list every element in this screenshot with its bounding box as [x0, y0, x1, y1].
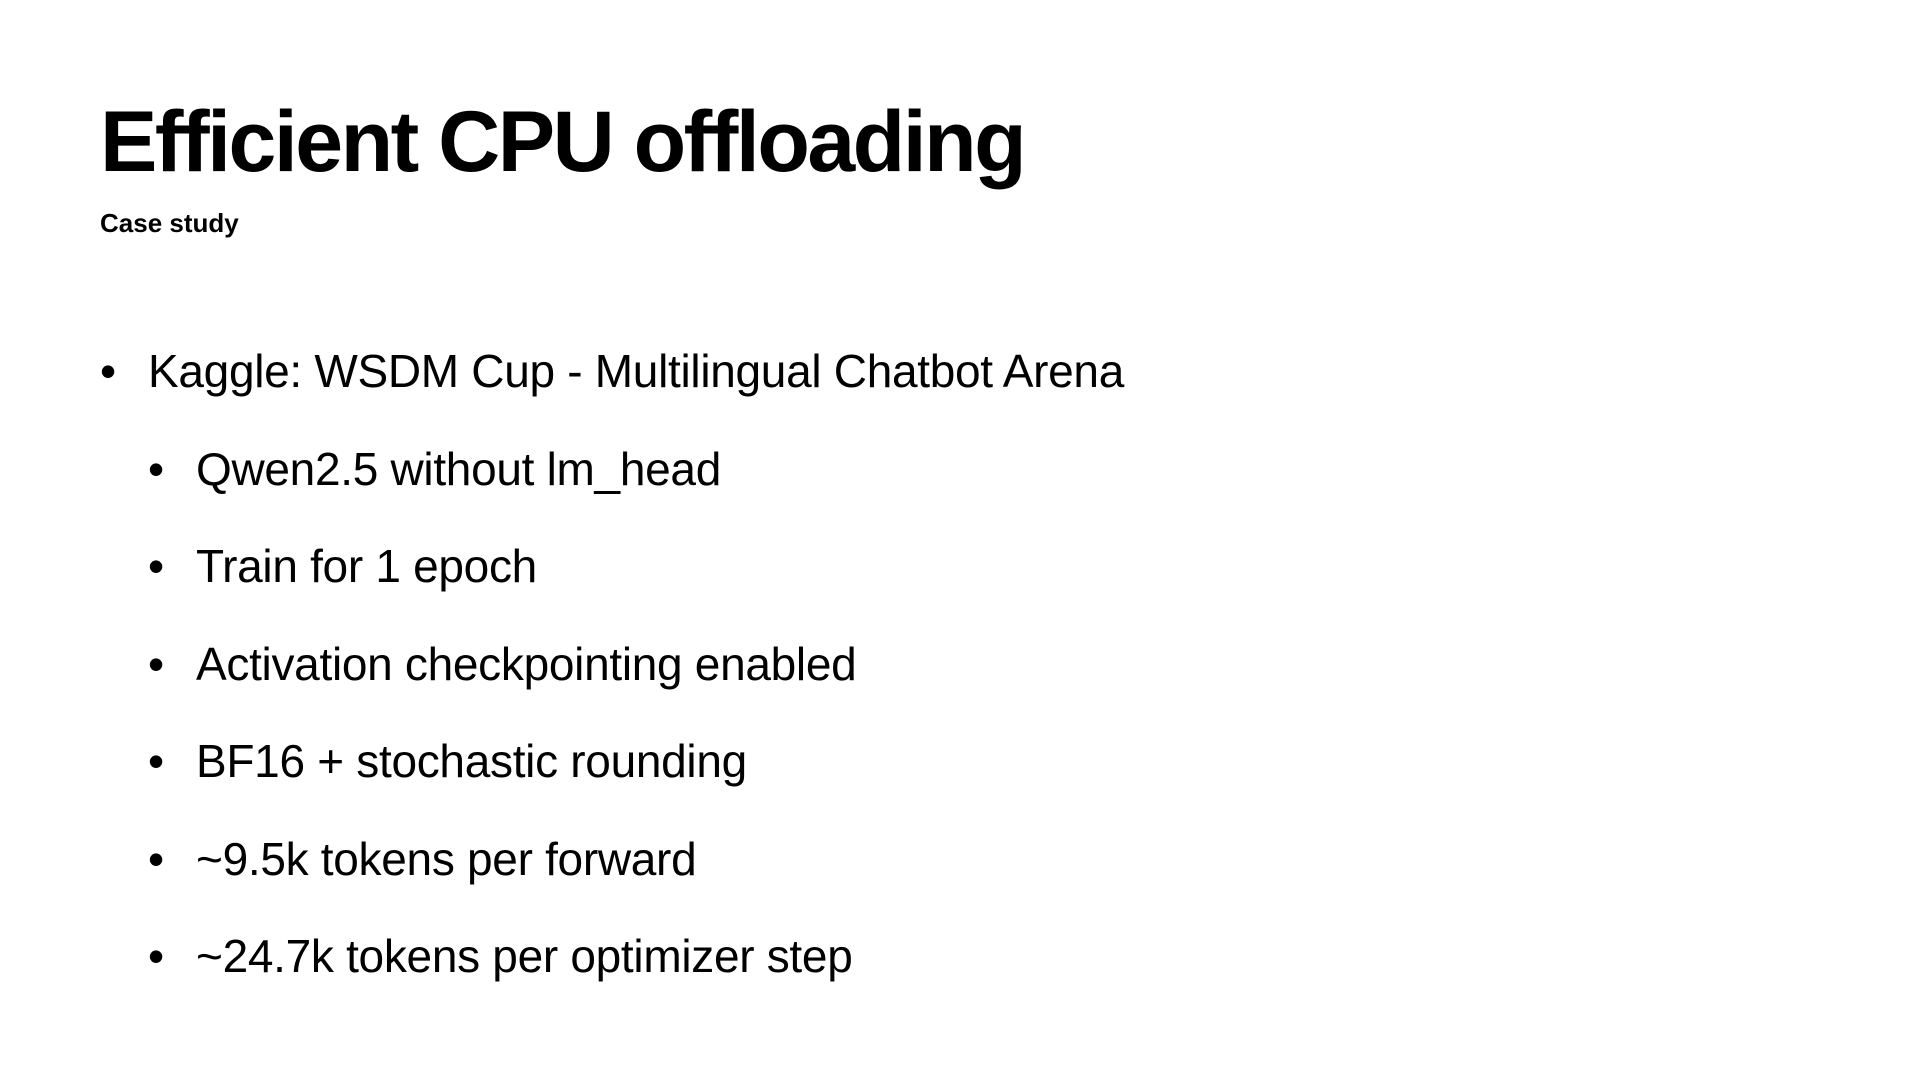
slide-subtitle: Case study [100, 208, 239, 238]
bullet-dot-icon: • [148, 637, 165, 690]
bullet-dot-icon: • [148, 735, 165, 787]
bullet-text: ~9.5k tokens per forward [196, 832, 697, 885]
bullet-text: Qwen2.5 without lm_head [196, 442, 721, 495]
bullet-text: ~24.7k tokens per optimizer step [196, 930, 853, 982]
bullet-dot-icon: • [148, 832, 165, 885]
bullet-dot-icon: • [148, 442, 165, 495]
bullet-dot-icon: • [148, 540, 165, 592]
bullet-list: • Kaggle: WSDM Cup - Multilingual Chatbo… [100, 341, 1124, 1024]
bullet-item-step-tokens: • ~24.7k tokens per optimizer step [100, 926, 1124, 1024]
bullet-dot-icon: • [148, 930, 165, 982]
bullet-dot-icon: • [100, 345, 117, 397]
slide-title: Efficient CPU offloading [100, 94, 1027, 190]
bullet-item-precision: • BF16 + stochastic rounding [100, 731, 1124, 829]
bullet-text: Train for 1 epoch [196, 540, 537, 592]
bullet-item-kaggle: • Kaggle: WSDM Cup - Multilingual Chatbo… [100, 341, 1124, 439]
bullet-item-checkpointing: • Activation checkpointing enabled [100, 634, 1124, 732]
bullet-item-forward-tokens: • ~9.5k tokens per forward [100, 829, 1124, 927]
bullet-item-model: • Qwen2.5 without lm_head [100, 439, 1124, 537]
bullet-text: BF16 + stochastic rounding [196, 735, 747, 787]
bullet-text: Kaggle: WSDM Cup - Multilingual Chatbot … [148, 345, 1124, 397]
bullet-item-epochs: • Train for 1 epoch [100, 536, 1124, 634]
bullet-text: Activation checkpointing enabled [196, 637, 857, 690]
